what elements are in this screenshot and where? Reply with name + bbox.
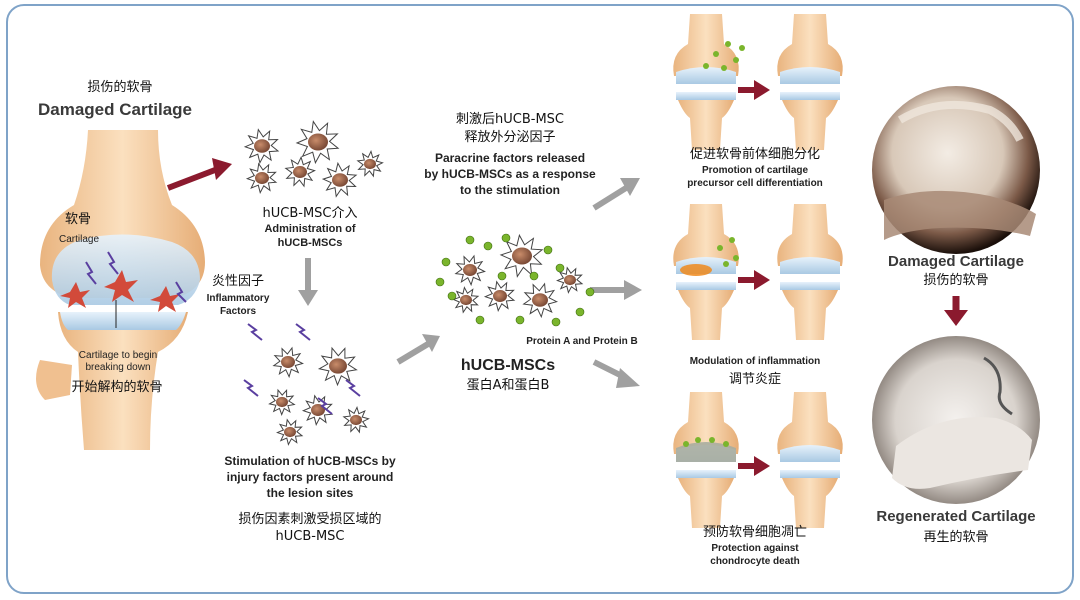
protein-dot — [551, 317, 561, 327]
protein-dot — [555, 263, 565, 273]
protein-dot — [465, 235, 475, 245]
result-regenerated-label-zh: 再生的软骨 — [923, 530, 989, 545]
inflammatory-factor-bolts — [243, 323, 361, 415]
cartilage-label-zh: 软骨 — [64, 212, 91, 227]
damaged-title-zh: 损伤的软骨 — [87, 80, 153, 95]
protein-dot — [543, 245, 553, 255]
paracrine-label-en-2: by hUCB-MSCs as a response — [424, 167, 596, 181]
treated-knee-icon — [673, 204, 739, 340]
protein-dot — [501, 233, 511, 243]
protein-dot — [529, 271, 539, 281]
protein-dot — [447, 291, 457, 301]
msc-cell — [452, 286, 480, 314]
mscs-title: hUCB-MSCs — [460, 357, 556, 374]
outcome-2-label-zh: 调节炎症 — [728, 372, 781, 387]
msc-cell — [483, 280, 516, 312]
msc-cell — [284, 155, 316, 188]
breaking-down-label-en-1: Cartilage to begin — [78, 350, 158, 361]
arrow-to-outcome-2 — [590, 280, 642, 300]
healthy-knee-icon — [777, 392, 843, 528]
arrow-outcome-3-knee — [738, 456, 770, 476]
msc-cell — [245, 162, 278, 194]
arrow-damaged-to-regenerated — [944, 296, 968, 326]
paracrine-label-zh-1: 刺激后hUCB-MSC — [456, 112, 564, 127]
protein-dot — [475, 315, 485, 325]
paracrine-label-zh-2: 释放外分泌因子 — [464, 130, 556, 145]
administration-label-en-1: Administration of — [264, 223, 356, 235]
stimulation-label-zh-2: hUCB-MSC — [275, 529, 345, 544]
msc-cell — [556, 266, 584, 294]
stimulation-label-en-3: the lesion sites — [266, 486, 354, 500]
treated-knee-icon — [673, 14, 745, 150]
msc-cell — [342, 406, 370, 434]
msc-cell — [276, 418, 304, 446]
arrow-down-inflammatory — [298, 258, 318, 306]
cartilage-label-en: Cartilage — [58, 234, 100, 245]
msc-cell — [522, 282, 559, 319]
msc-cell — [243, 128, 280, 165]
protein-dot — [575, 307, 585, 317]
protein-label-zh: 蛋白A和蛋白B — [466, 378, 550, 393]
msc-cell — [295, 120, 340, 165]
inflammatory-label-en-2: Factors — [219, 306, 257, 317]
arrow-to-mscs — [396, 334, 440, 365]
msc-cell — [268, 388, 296, 417]
healthy-knee-icon — [777, 14, 843, 150]
msc-cluster-paracrine — [435, 233, 595, 327]
result-regenerated-label-en: Regenerated Cartilage — [876, 508, 1036, 525]
protein-dot — [441, 257, 451, 267]
outcome-1-label-en-2: precursor cell differentiation — [687, 178, 823, 189]
msc-cell — [454, 254, 486, 287]
inflammatory-label-en-1: Inflammatory — [206, 293, 270, 304]
breaking-down-label-en-2: breaking down — [85, 362, 151, 373]
administration-label-zh: hUCB-MSC介入 — [262, 206, 358, 221]
outcome-1-label-en-1: Promotion of cartilage — [701, 165, 809, 176]
outcome-3-label-en-2: chondrocyte death — [710, 556, 800, 567]
msc-cell — [321, 161, 358, 198]
arthroscopy-regenerated-image — [872, 336, 1040, 504]
msc-cluster-administration — [243, 120, 384, 198]
damaged-knee-illustration — [36, 130, 205, 450]
protein-dot — [585, 287, 595, 297]
protein-dot — [497, 271, 507, 281]
stimulation-label-zh-1: 损伤因素刺激受损区域的 — [238, 512, 382, 527]
protein-label-en: Protein A and Protein B — [526, 336, 638, 347]
treated-knee-icon — [673, 392, 739, 528]
protein-dot — [435, 277, 445, 287]
arrow-to-administration — [166, 158, 232, 191]
protein-dot — [515, 315, 525, 325]
result-damaged-label-zh: 损伤的软骨 — [923, 273, 989, 288]
msc-cell — [317, 346, 358, 387]
damage-star-3 — [150, 286, 180, 312]
outcome-1-label-zh: 促进软骨前体细胞分化 — [689, 147, 820, 162]
stimulation-label-en-1: Stimulation of hUCB-MSCs by — [224, 454, 396, 468]
damage-star-1 — [60, 282, 90, 308]
msc-cell — [272, 346, 304, 379]
arrow-to-outcome-1 — [592, 178, 640, 211]
msc-cluster-stimulation — [268, 346, 370, 446]
outcome-3-label-en-1: Protection against — [711, 543, 799, 554]
arrow-outcome-1-knee — [738, 80, 770, 100]
msc-cell — [356, 150, 384, 178]
paracrine-label-en-1: Paracrine factors released — [434, 151, 586, 165]
breaking-down-label-zh: 开始解构的软骨 — [71, 380, 163, 395]
result-damaged-label-en: Damaged Cartilage — [888, 253, 1024, 270]
healthy-knee-icon — [777, 204, 843, 340]
damage-star-2 — [104, 270, 138, 302]
msc-cell — [499, 233, 544, 278]
damaged-title-en: Damaged Cartilage — [38, 100, 192, 119]
outcome-2-label-en: Modulation of inflammation — [689, 356, 821, 367]
administration-label-en-2: hUCB-MSCs — [277, 237, 343, 249]
protein-dot — [483, 241, 493, 251]
stimulation-label-en-2: injury factors present around — [226, 470, 394, 484]
outcome-3-label-zh: 预防软骨细胞凋亡 — [702, 525, 807, 540]
paracrine-label-en-3: to the stimulation — [460, 183, 560, 197]
arthroscopy-damaged-image — [872, 86, 1040, 254]
arrow-to-outcome-3 — [592, 359, 640, 388]
inflammatory-label-zh: 炎性因子 — [211, 274, 264, 289]
arrow-outcome-2-knee — [738, 270, 770, 290]
